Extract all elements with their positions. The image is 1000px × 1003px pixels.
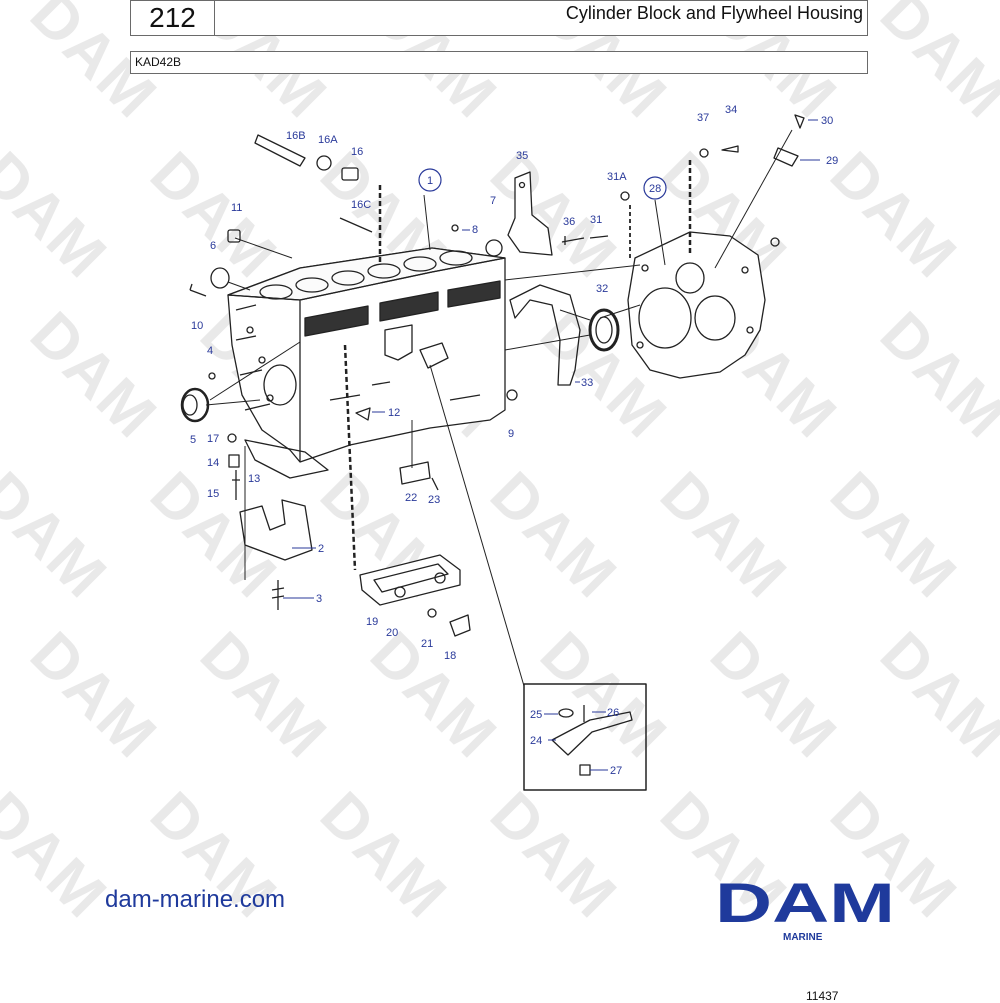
header-box: 212 Cylinder Block and Flywheel Housing [130,0,868,36]
part-label: 19 [366,616,378,628]
flywheel-housing [627,231,766,379]
part-label: 32 [596,283,608,295]
part-label: 29 [826,155,838,167]
part-label: 33 [581,377,593,389]
part-label: 16 [351,146,363,158]
part-label: 20 [386,627,398,639]
part-label: 30 [821,115,833,127]
expansion-plug [210,267,230,289]
oil-jet [551,711,633,756]
callout-circle [643,176,667,200]
part-label: 36 [563,216,575,228]
fittings [189,114,805,500]
document-number: 11437 [806,989,839,1003]
part-label: 24 [530,735,542,747]
page-title: Cylinder Block and Flywheel Housing [565,3,863,23]
part-label: 31A [607,171,627,183]
dam-logo: DAM [715,876,895,926]
part-label: 14 [207,457,219,469]
bearing-cap-bolt [271,580,285,610]
side-cover-gasket [373,563,449,593]
logo-text: DAM [715,876,895,926]
part-label: 16C [351,199,371,211]
part-label: 28 [649,183,661,195]
part-label: 22 [405,492,417,504]
part-label: 16B [286,130,306,142]
part-label: 4 [207,345,213,357]
leader-lines [205,129,793,687]
label-ticks [283,119,820,771]
front-crank-seal [180,387,210,423]
part-labels: 16B 16A 16 16C 11 6 10 4 5 17 14 13 15 2… [190,104,838,777]
part-label: 16A [318,134,338,146]
part-label: 13 [248,473,260,485]
part-label: 5 [190,434,196,446]
page-number: 212 [131,1,215,35]
part-label: 26 [607,707,619,719]
part-label: 1 [427,175,433,187]
part-label: 34 [725,104,737,116]
plug-screw [449,614,471,637]
logo-subtitle: MARINE [783,932,823,943]
oil-pan-gasket [244,439,329,479]
diagram-parts [180,114,805,791]
part-label: 2 [318,543,324,555]
part-label: 31 [590,214,602,226]
rear-gasket [509,284,581,386]
part-label: 6 [210,240,216,252]
part-label: 3 [316,593,322,605]
bracket [507,171,553,256]
model-label: KAD42B [135,55,182,69]
part-label: 7 [490,195,496,207]
website-link[interactable]: dam-marine.com [105,886,286,913]
part-label: 10 [191,320,203,332]
part-label: 18 [444,650,456,662]
part-label: 23 [428,494,440,506]
side-cover [359,554,461,606]
part-label: 11 [231,202,242,214]
main-bearing-cap [239,499,313,561]
part-label: 27 [610,765,622,777]
model-box: KAD42B [130,51,868,74]
part-label: 35 [516,150,528,162]
part-label: 21 [421,638,433,650]
part-label: 8 [472,224,478,236]
part-label: 12 [388,407,400,419]
part-label: 9 [508,428,514,440]
part-label: 37 [697,112,709,124]
part-label: 25 [530,709,542,721]
part-label: 15 [207,488,219,500]
detail-inset [523,683,647,791]
part-label: 17 [207,433,219,445]
cylinder-block [227,247,506,463]
rear-crank-seal [588,308,620,352]
callout-circle [418,168,442,192]
